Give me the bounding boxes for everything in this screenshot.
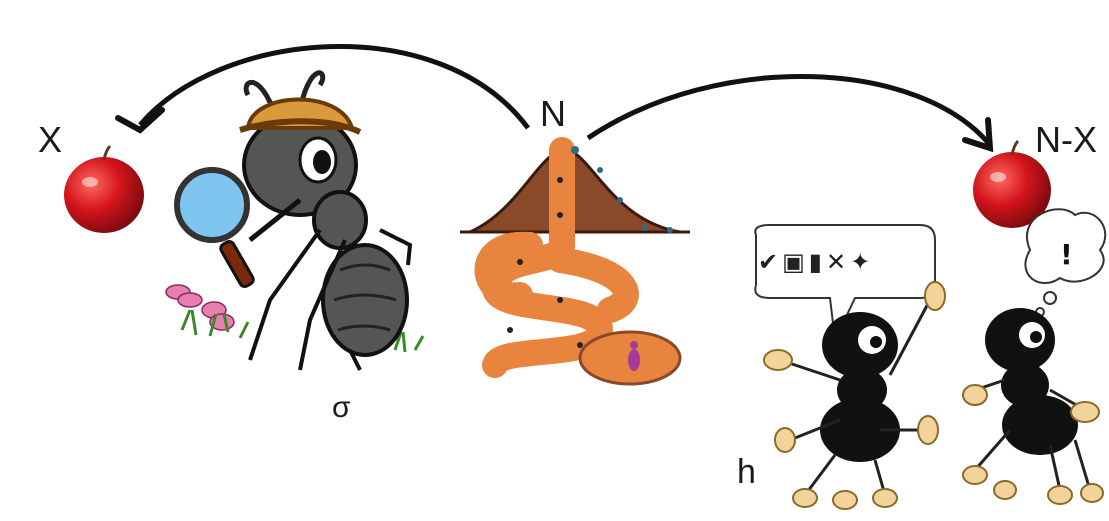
label-sigma: σ <box>332 393 351 423</box>
arrow-to-x-head <box>118 110 162 130</box>
label-x: X <box>38 122 62 158</box>
label-n-minus-x: N-X <box>1035 122 1097 158</box>
speech-bubble-symbols: ✔▣▮✕✦ <box>758 248 874 276</box>
arrow-to-nx <box>588 76 990 145</box>
ant-talking-icon <box>764 282 945 509</box>
thought-bubble-mark: ! <box>1060 238 1073 271</box>
apple-icon <box>64 146 144 233</box>
ant-thinking-icon <box>963 308 1103 504</box>
label-h: h <box>737 455 756 489</box>
magnifier-icon <box>219 240 255 289</box>
label-n: N <box>540 96 566 132</box>
anthill-icon <box>460 146 690 384</box>
